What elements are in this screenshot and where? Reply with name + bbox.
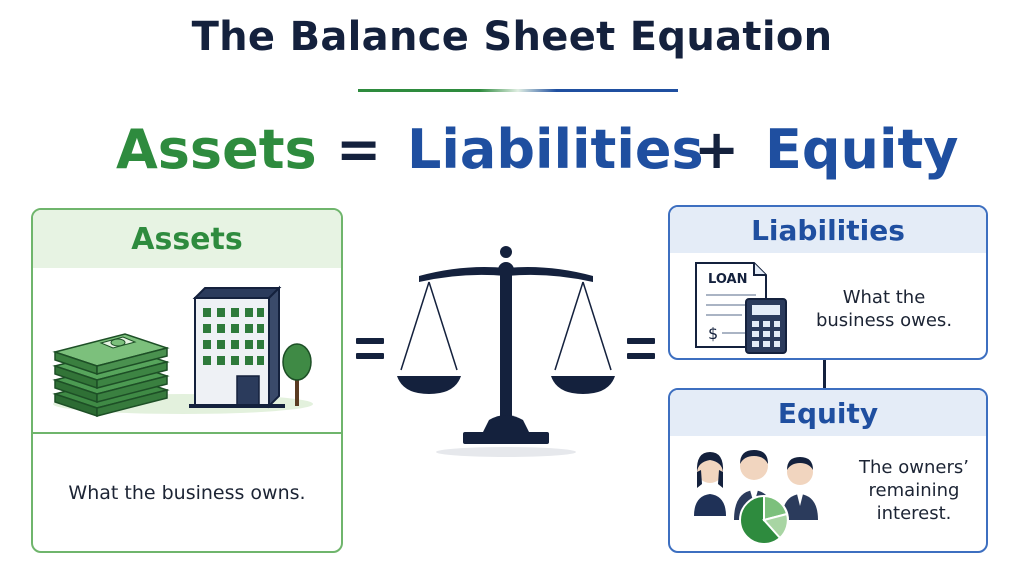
title-underline — [358, 89, 678, 92]
liabilities-description-line1: What the — [842, 287, 926, 308]
equity-description-line3: interest. — [876, 503, 952, 524]
equation-plus-sign: + — [694, 117, 740, 181]
calculator-icon — [745, 298, 787, 354]
tree-icon — [282, 343, 312, 406]
equity-card: Equity The owners’ remaining interest. — [668, 388, 988, 553]
assets-card-divider — [33, 432, 341, 434]
assets-card: Assets — [31, 208, 343, 553]
equation-equity-term: Equity — [765, 117, 959, 181]
page-title: The Balance Sheet Equation — [191, 14, 833, 60]
office-building-icon — [189, 285, 285, 409]
assets-description: What the business owns. — [68, 481, 306, 504]
equity-description-line1: The owners’ — [859, 457, 969, 478]
liabilities-card-heading: Liabilities — [670, 207, 986, 253]
assets-illustration — [33, 268, 341, 432]
liabilities-description: What the business owes. — [808, 286, 960, 332]
right-equals-sign — [627, 338, 655, 360]
equity-description: The owners’ remaining interest. — [840, 456, 986, 525]
equation-equals-sign: = — [336, 117, 382, 181]
liabilities-description-line2: business owes. — [815, 310, 953, 331]
assets-illustration-art — [52, 285, 313, 418]
liabilities-equity-connector — [823, 360, 826, 388]
loan-label: LOAN — [708, 272, 747, 287]
pie-chart-icon — [739, 494, 789, 545]
liabilities-card: Liabilities LOAN $ What the business owe… — [668, 205, 988, 360]
assets-card-heading: Assets — [33, 210, 341, 268]
balance-scale-icon — [397, 246, 615, 457]
equity-card-heading: Equity — [670, 390, 986, 436]
equity-description-line2: remaining — [868, 480, 960, 501]
equation-assets-term: Assets — [116, 117, 317, 181]
cash-stack-icon — [52, 333, 170, 418]
equation-liabilities-term: Liabilities — [407, 117, 704, 181]
loan-dollar-sign: $ — [708, 324, 718, 343]
left-equals-sign — [356, 338, 384, 360]
